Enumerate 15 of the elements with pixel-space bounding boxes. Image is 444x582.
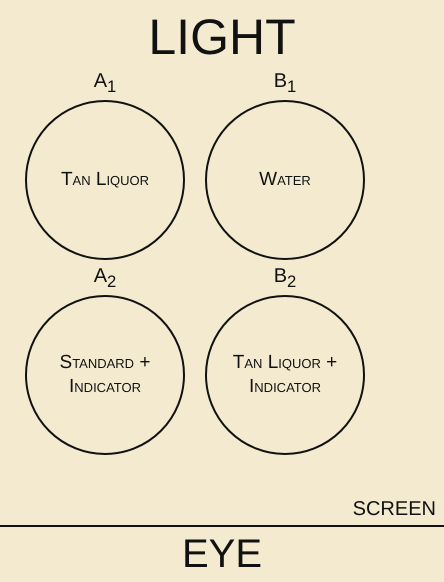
eye-position-label: EYE bbox=[180, 532, 264, 577]
position-label: A$_{1}$ bbox=[92, 70, 118, 97]
sample-circle bbox=[25, 295, 185, 455]
sample-label: Tan Liquor bbox=[60, 168, 150, 192]
position-label: A$_{2}$ bbox=[92, 265, 118, 292]
position-label: B$_{2}$ bbox=[272, 265, 298, 292]
sample-circle bbox=[25, 100, 185, 260]
sample-label: Water bbox=[258, 168, 312, 192]
sample-label: Tan Liquor + Indicator bbox=[232, 351, 338, 399]
sample-circle bbox=[205, 100, 365, 260]
screen-label: SCREEN bbox=[352, 498, 436, 521]
sample-circle bbox=[205, 295, 365, 455]
position-label: B$_{1}$ bbox=[272, 70, 298, 97]
light-source-label: LIGHT bbox=[147, 8, 297, 66]
sample-label: Standard + Indicator bbox=[58, 351, 152, 399]
